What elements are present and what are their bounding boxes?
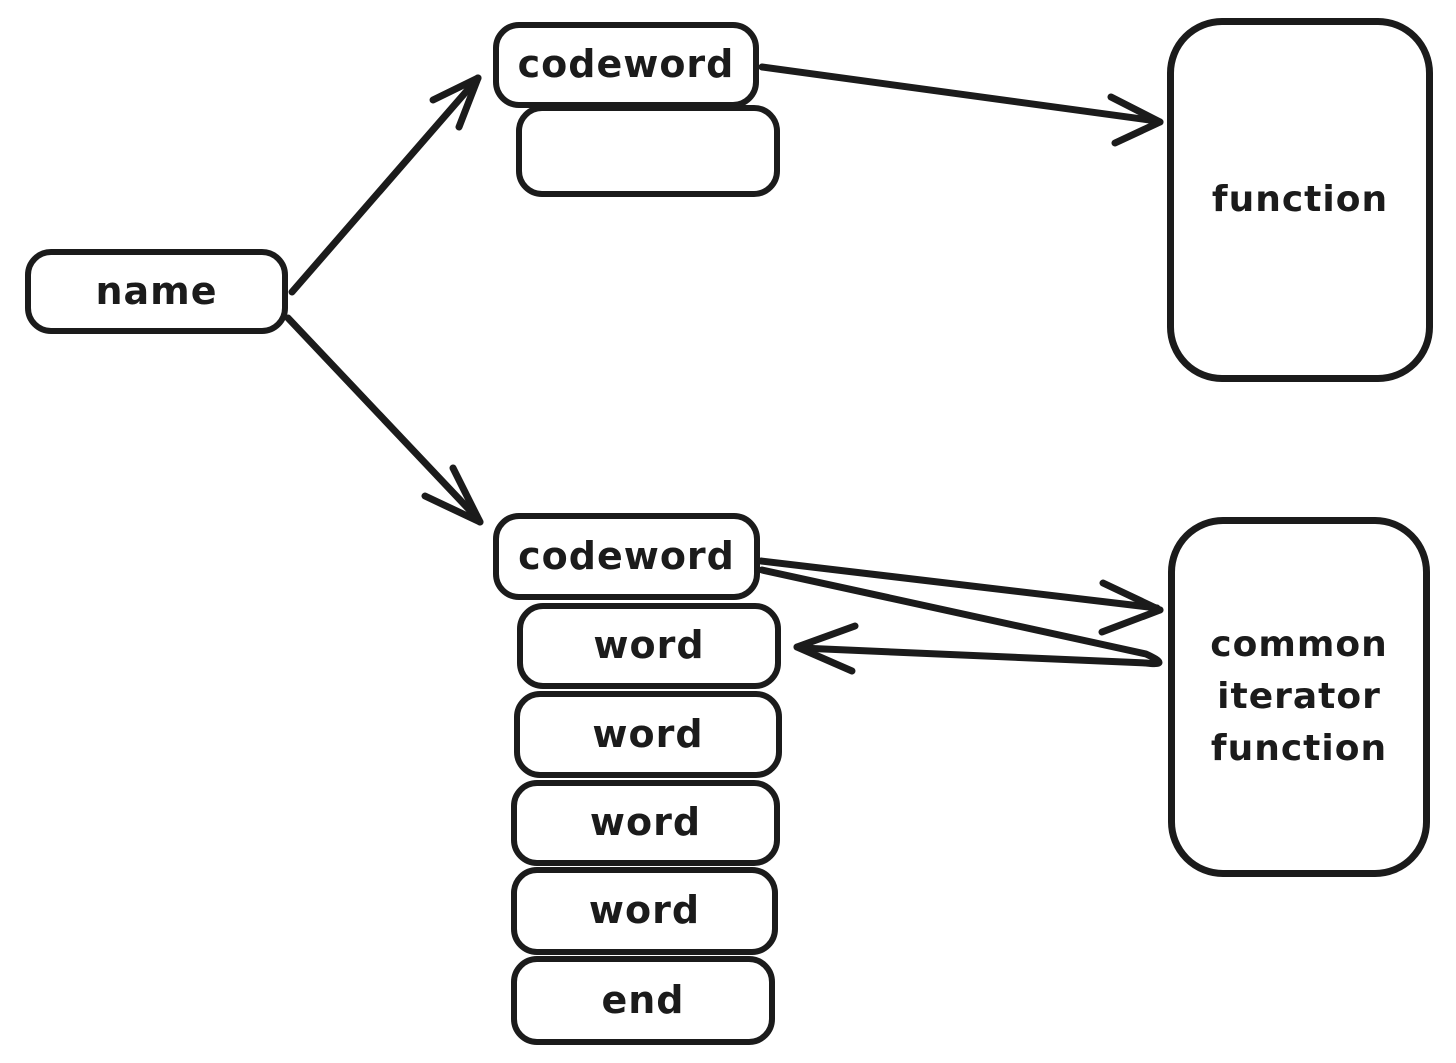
word-node-2: word xyxy=(514,691,782,778)
word-node-1-label: word xyxy=(593,623,705,668)
word-node-3: word xyxy=(511,780,780,866)
word-node-1: word xyxy=(517,603,781,689)
function-node: function xyxy=(1167,18,1433,382)
end-node-label: end xyxy=(601,977,685,1022)
arrow-codeword-bottom-to-iterator xyxy=(757,557,1164,636)
word-node-2-label: word xyxy=(592,711,704,756)
common-iterator-function-node: common iterator function xyxy=(1168,517,1430,877)
empty-slot-node xyxy=(516,105,780,197)
arrow-iterator-to-word xyxy=(758,566,1163,675)
name-node: name xyxy=(25,249,288,334)
end-node: end xyxy=(511,956,775,1045)
arrow-name-to-codeword-bottom xyxy=(284,314,484,526)
codeword-bottom-node-label: codeword xyxy=(518,533,735,578)
word-node-4-label: word xyxy=(588,888,701,933)
common-iterator-function-node-label: common iterator function xyxy=(1210,623,1388,770)
word-node-4: word xyxy=(511,867,778,955)
function-node-label: function xyxy=(1211,178,1389,220)
codeword-bottom-node: codeword xyxy=(493,513,760,600)
name-node-label: name xyxy=(95,268,218,313)
codeword-top-node: codeword xyxy=(493,22,759,108)
codeword-top-node-label: codeword xyxy=(517,42,735,87)
arrow-name-to-codeword-top xyxy=(288,74,482,296)
arrow-codeword-top-to-function xyxy=(758,63,1164,147)
word-node-3-label: word xyxy=(589,800,702,845)
